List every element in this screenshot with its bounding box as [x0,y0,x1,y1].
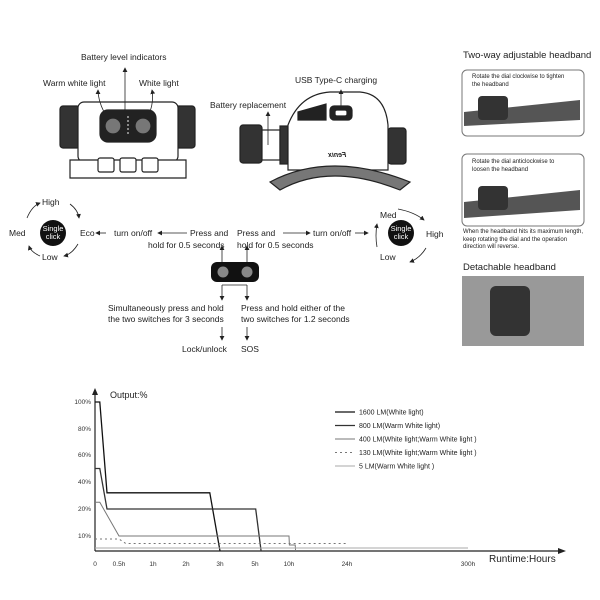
headband-note: When the headband hits its maximum lengt… [463,229,584,250]
warm-white-light-label: Warm white light [43,78,106,88]
headlamp-diagrams [26,67,585,346]
legend-label: 800 LM(Warm White light) [359,423,440,430]
mode-med-left: Med [9,228,26,238]
y-tick-label: 60% [78,452,91,459]
series-line-0 [95,401,221,552]
switch-panel [211,262,259,282]
white-light-label: White light [139,78,179,88]
x-tick-label: 0 [93,561,97,568]
legend-label: 5 LM(Warm White light ) [359,464,434,471]
sos-description-1: Press and hold either of the [241,303,345,313]
legend-label: 1600 LM(White light) [359,410,424,417]
y-tick-label: 20% [78,506,91,513]
x-tick-label: 24h [342,561,353,568]
press-hold-right-1: Press and [237,228,276,238]
x-tick-label: 10h [284,561,295,568]
battery-level-label: Battery level indicators [81,52,167,62]
sos-label: SOS [241,344,259,354]
legend-label: 130 LM(White light;Warm White light ) [359,450,477,457]
front-view-headlamp [59,101,196,179]
y-tick-label: 10% [78,533,91,540]
headband-dial-pictures [461,69,585,346]
mode-arrows [26,202,427,341]
series-line-1 [95,467,262,552]
single-click-left: Single click [40,220,66,246]
mode-low-left: Low [42,252,58,262]
press-hold-right-2: hold for 0.5 seconds [237,240,314,250]
x-tick-label: 1h [149,561,157,568]
x-tick-label: 5h [251,561,259,568]
x-axis-arrow [558,548,566,554]
y-tick-label: 80% [78,426,91,433]
y-tick-label: 40% [78,479,91,486]
mode-high-left: High [42,197,60,207]
x-tick-label: 300h [461,561,476,568]
turn-on-off-left: turn on/off [114,228,153,238]
mode-low-right: Low [380,252,396,262]
y-tick-label: 100% [74,399,91,406]
series-line-3 [95,538,347,544]
y-axis-label: Output:% [110,390,148,400]
series-line-2 [95,501,297,552]
lock-description-1: Simultaneously press and hold [108,303,224,313]
headband-title: Two-way adjustable headband [463,50,592,61]
usb-charging-label: USB Type-C charging [295,75,378,85]
detachable-headband-title: Detachable headband [463,262,556,273]
mode-high-right: High [426,229,444,239]
tighten-instruction: Rotate the dial clockwise to tighten the… [472,74,565,88]
lock-description-2: the two switches for 3 seconds [108,314,224,324]
single-click-right: Single click [388,220,414,246]
loosen-instruction: Rotate the dial anticlockwise to loosen … [472,159,555,173]
sos-description-2: two switches for 1.2 seconds [241,314,350,324]
turn-on-off-right: turn on/off [313,228,352,238]
side-view-headlamp [239,91,412,191]
lock-unlock-label: Lock/unlock [182,344,227,354]
legend-label: 400 LM(White light;Warm White light ) [359,437,477,444]
x-tick-label: 3h [216,561,224,568]
mode-eco-left: Eco [80,228,95,238]
mode-med-right: Med [380,210,397,220]
press-hold-left-1: Press and [190,228,229,238]
y-axis-arrow [92,388,98,395]
x-tick-label: 2h [182,561,190,568]
battery-replacement-label: Battery replacement [210,100,287,110]
x-axis-label: Runtime:Hours [489,554,556,565]
press-hold-left-2: hold for 0.5 seconds [148,240,225,250]
x-tick-label: 0.5h [113,561,126,568]
